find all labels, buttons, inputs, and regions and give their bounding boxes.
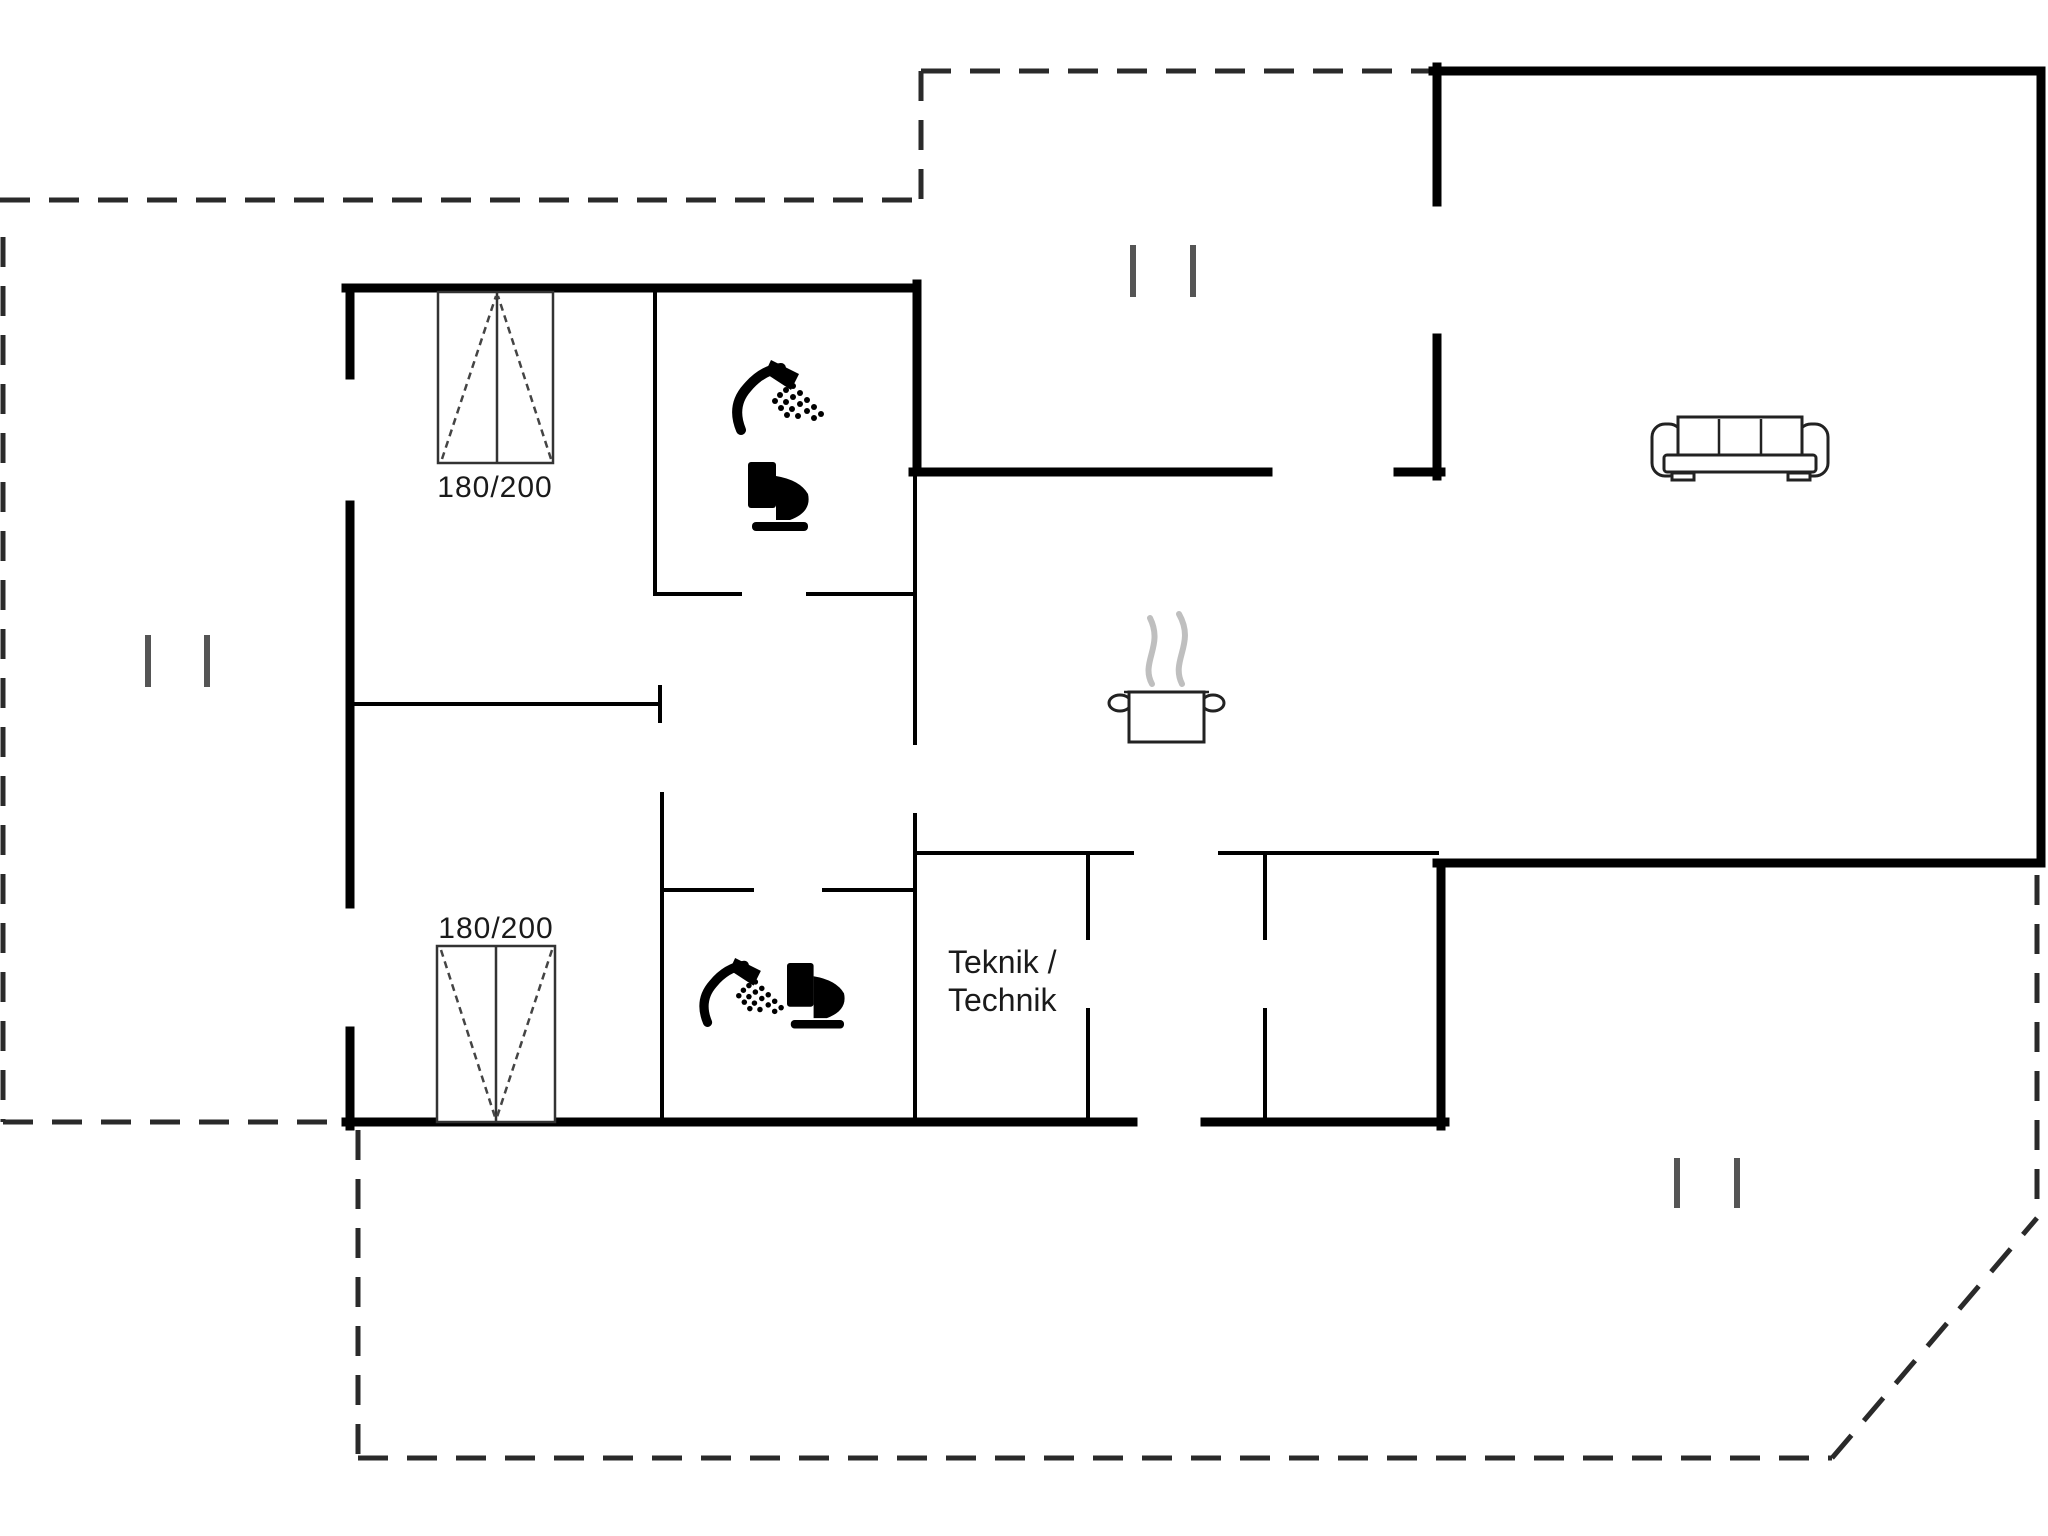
- cooking-pot-icon: [1107, 611, 1226, 744]
- steam-lines: [1175, 611, 1188, 687]
- interior-walls: [348, 288, 1439, 1124]
- terrace-outline: [0, 68, 2040, 1461]
- sofa-icon: [1650, 415, 1830, 482]
- double-bed-icon: [436, 290, 555, 465]
- exterior-walls: [341, 62, 2046, 1131]
- terrace-line-diagonal: [1830, 1216, 2039, 1460]
- shower-icon: [732, 360, 824, 435]
- technik-label-line1: Teknik /: [948, 944, 1057, 980]
- room-label-technik: Teknik / Technik: [948, 944, 1058, 1018]
- opening-tick-icon: [1130, 245, 1196, 297]
- toilet-icon: [787, 963, 845, 1029]
- shower-icon: [699, 958, 784, 1028]
- opening-ticks: [145, 245, 1740, 1208]
- opening-tick-icon: [145, 635, 210, 687]
- steam-lines: [1145, 615, 1158, 687]
- opening-tick-icon: [1674, 1158, 1740, 1208]
- bed-size-label: 180/200: [437, 471, 552, 504]
- double-bed-icon: [435, 944, 557, 1124]
- toilet-icon: [748, 462, 809, 531]
- bed-size-label: 180/200: [438, 912, 553, 945]
- technik-label-line2: Technik: [948, 982, 1058, 1018]
